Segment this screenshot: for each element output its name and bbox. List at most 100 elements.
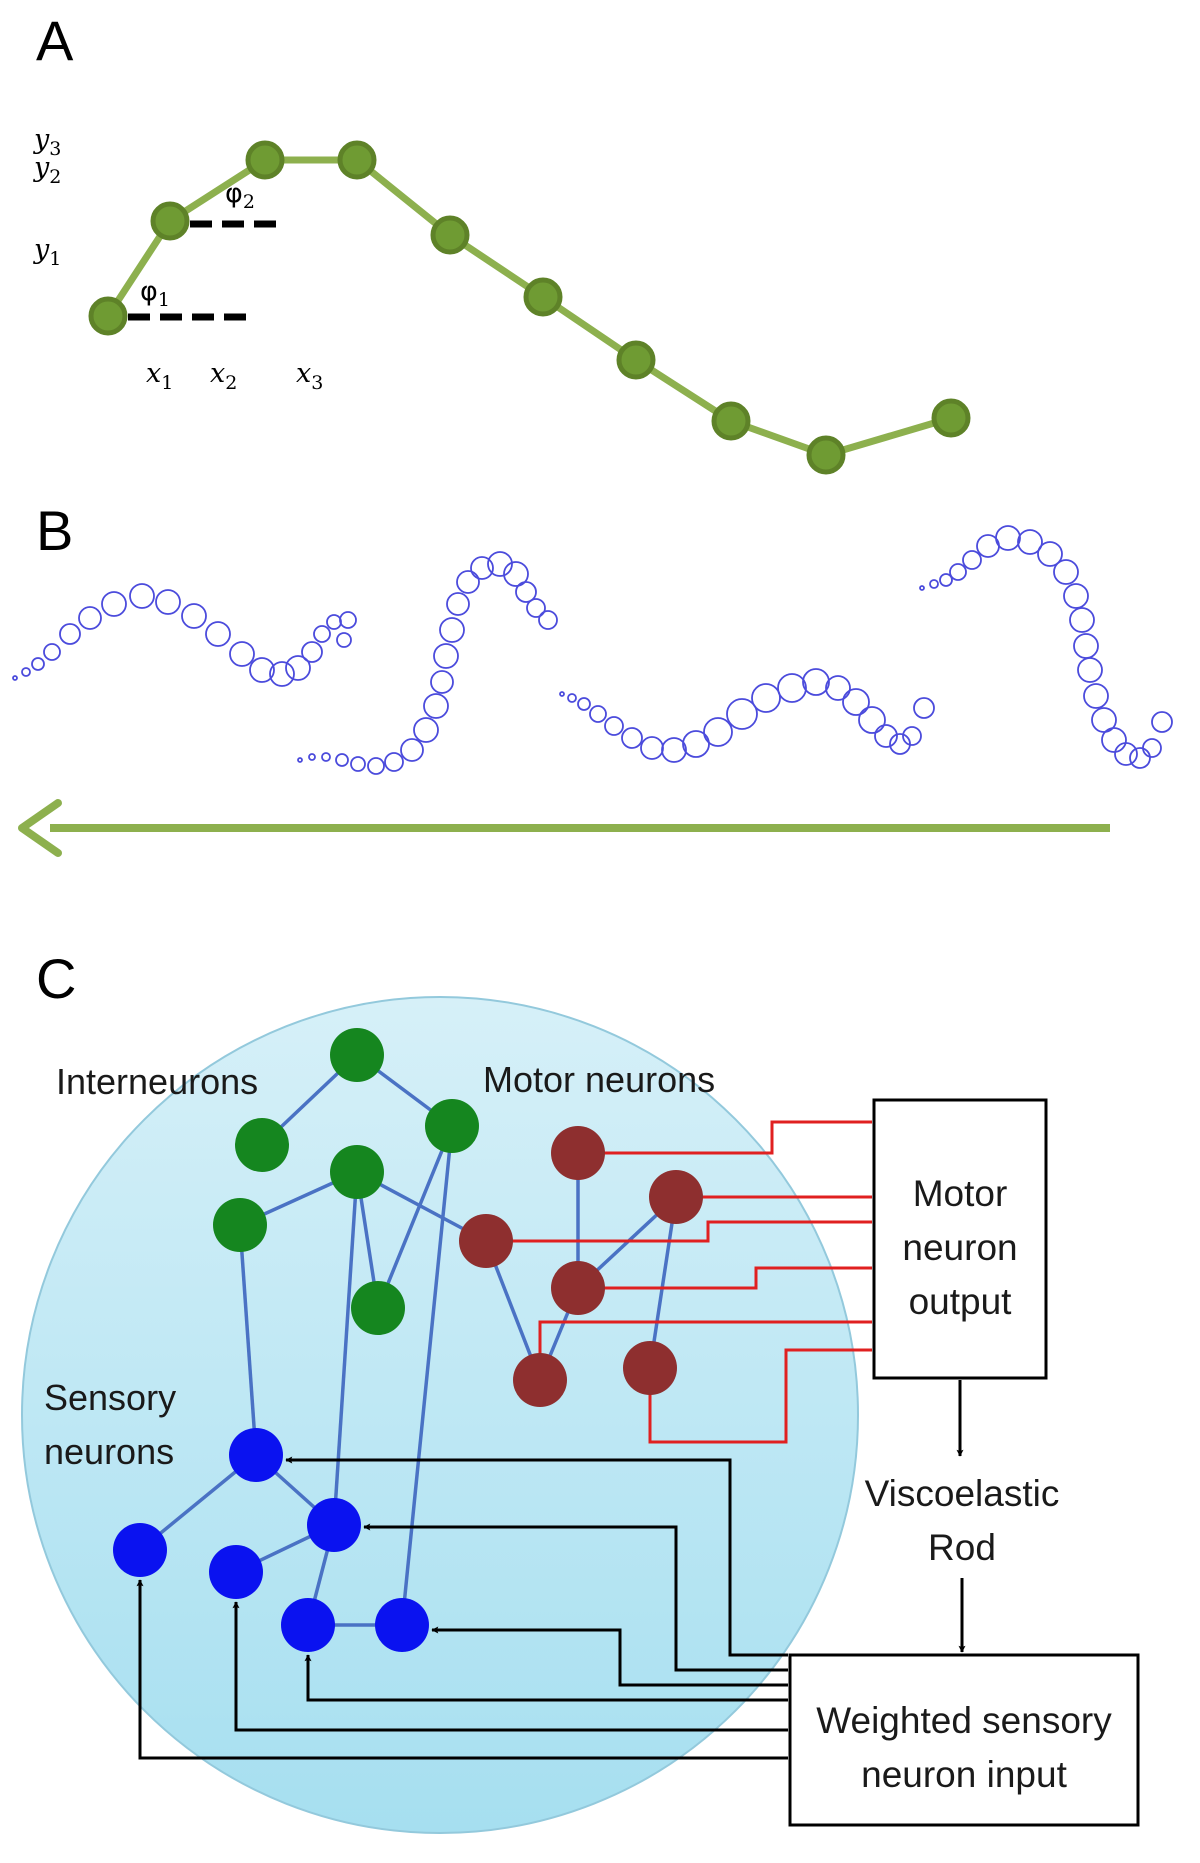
- worm-segment: [181, 603, 207, 629]
- rod-nodes: [88, 140, 971, 475]
- worm-segment: [400, 738, 424, 762]
- worm-segment: [335, 753, 349, 767]
- worm-segment: [1151, 711, 1173, 733]
- interneuron-nodes: [213, 1028, 479, 1335]
- interneuron: [425, 1099, 479, 1153]
- phi1-label: φ1: [140, 276, 170, 311]
- rod-node: [430, 215, 470, 255]
- synapse-edge: [648, 1196, 678, 1369]
- motor-neurons-label: Motor neurons: [483, 1059, 715, 1100]
- motor-output-wires: [486, 1120, 872, 1444]
- worm-segment: [336, 632, 352, 648]
- panel-b: B: [12, 499, 1173, 857]
- worm-snapshot: [297, 551, 558, 775]
- worm-segment: [456, 570, 480, 594]
- worm-segment: [384, 752, 404, 772]
- sensory-wire: [431, 1626, 788, 1687]
- worm-segment: [640, 736, 664, 760]
- motor-output-box-line1: Motor: [913, 1173, 1008, 1214]
- worm-segment: [802, 668, 830, 696]
- rod-node: [616, 340, 656, 380]
- worm-segment: [1077, 657, 1103, 683]
- worm-segment: [661, 737, 687, 763]
- synapse-edge: [400, 1125, 454, 1626]
- worm-segment: [825, 675, 851, 701]
- rod-node: [150, 201, 190, 241]
- worm-segment: [423, 693, 449, 719]
- rod-node: [88, 296, 128, 336]
- worm-segment: [515, 581, 537, 603]
- worm-segment: [367, 757, 385, 775]
- worm-segment: [439, 617, 465, 643]
- worm-segment: [269, 661, 295, 687]
- sensory-input-box-line2: neuron input: [861, 1754, 1067, 1795]
- worm-segment: [567, 693, 577, 703]
- interneuron: [213, 1198, 267, 1252]
- interneuron: [235, 1118, 289, 1172]
- worm-segment: [858, 706, 886, 734]
- worm-segment: [297, 757, 303, 763]
- worm-segment: [995, 525, 1021, 551]
- rod-label-line1: Viscoelastic: [865, 1473, 1060, 1514]
- motor-wire: [486, 1220, 872, 1243]
- worm-segment: [487, 551, 513, 577]
- rod-node: [523, 277, 563, 317]
- worm-segment: [589, 705, 607, 723]
- worm-segment: [559, 691, 565, 697]
- worm-segment: [21, 667, 31, 677]
- motor-wire: [578, 1266, 872, 1290]
- worm-segment: [205, 621, 231, 647]
- worm-segment: [339, 611, 357, 629]
- worm-segment: [929, 579, 939, 589]
- worm-segment: [413, 717, 439, 743]
- worm-segment: [1129, 747, 1151, 769]
- sensory-wire: [304, 1654, 788, 1702]
- worm-segment: [313, 625, 331, 643]
- worm-snapshots: [12, 525, 1173, 775]
- motor-output-box-line3: output: [909, 1281, 1013, 1322]
- worm-segment: [229, 641, 255, 667]
- panel-b-label: B: [36, 499, 73, 562]
- rod-node: [337, 140, 377, 180]
- worm-segment: [446, 592, 470, 616]
- rod-node: [711, 401, 751, 441]
- synapse-edge: [376, 1125, 454, 1309]
- y1-label: y1: [33, 234, 61, 270]
- motor-neuron: [459, 1214, 513, 1268]
- worm-segment: [538, 610, 558, 630]
- sensory-wire: [285, 1456, 788, 1657]
- worm-segment: [1083, 683, 1109, 709]
- worm-segment: [31, 657, 45, 671]
- x2-label: x2: [210, 358, 237, 394]
- motor-neuron-nodes: [459, 1126, 703, 1407]
- worm-segment: [703, 717, 733, 747]
- worm-segment: [621, 727, 643, 749]
- worm-segment: [43, 643, 61, 661]
- sensory-neuron: [209, 1545, 263, 1599]
- worm-segment: [503, 561, 529, 587]
- sensory-neuron: [307, 1498, 361, 1552]
- sensory-neuron: [375, 1598, 429, 1652]
- interneuron: [351, 1281, 405, 1335]
- interneurons-label: Interneurons: [56, 1061, 258, 1102]
- synapse-edge: [238, 1224, 258, 1456]
- y3-label: y3: [33, 124, 61, 160]
- worm-segment: [326, 614, 342, 630]
- direction-arrow-head: [18, 799, 62, 857]
- worm-segment: [1142, 738, 1162, 758]
- motor-neuron: [551, 1261, 605, 1315]
- weighted-sensory-input-box: [788, 1653, 1140, 1827]
- y2-label: y2: [33, 152, 61, 188]
- worm-segment: [301, 641, 323, 663]
- worm-segment: [129, 583, 155, 609]
- worm-segment: [902, 726, 922, 746]
- sensory-neuron: [281, 1598, 335, 1652]
- motor-neuron: [649, 1170, 703, 1224]
- worm-segment: [526, 598, 546, 618]
- worm-segment: [949, 563, 967, 581]
- motor-wire: [578, 1120, 872, 1155]
- motor-neuron: [513, 1353, 567, 1407]
- worm-segment: [913, 697, 935, 719]
- worm-segment: [1037, 541, 1063, 567]
- worm-segment: [1073, 633, 1099, 659]
